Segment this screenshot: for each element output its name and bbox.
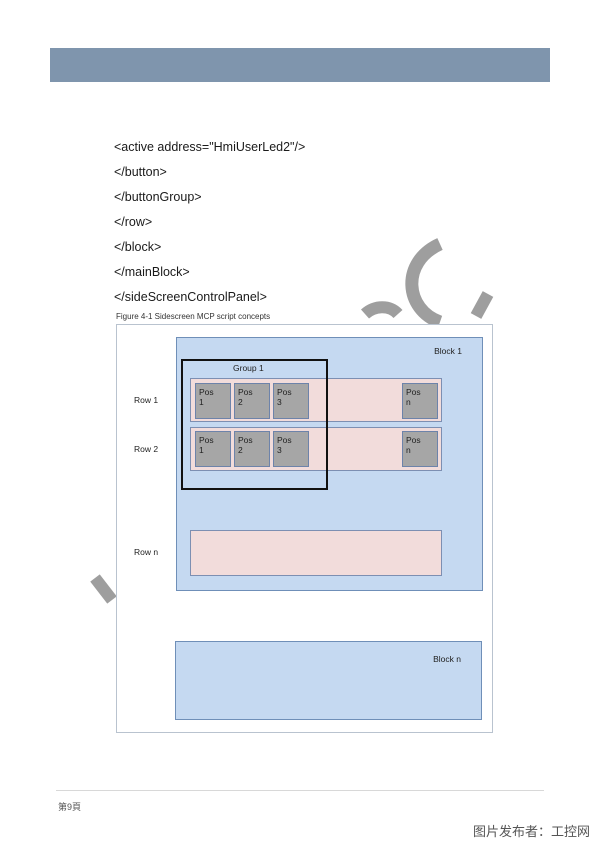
code-line: </sideScreenControlPanel> — [114, 290, 267, 304]
code-line: </mainBlock> — [114, 265, 190, 279]
pos-number: 2 — [238, 397, 243, 407]
watermark-arc — [470, 291, 494, 319]
page-number: 第9頁 — [58, 802, 82, 812]
source-credit: 图片发布者：工控网 — [472, 825, 590, 840]
block-1-label: Block 1 — [434, 346, 462, 356]
row-n-bar — [190, 530, 442, 576]
group-1-box — [181, 359, 328, 490]
footer-divider — [56, 790, 544, 791]
row-2-bar — [190, 427, 442, 471]
pos-label: Pos — [199, 387, 214, 397]
row-1-label: Row 1 — [134, 395, 159, 405]
block-n: Block n — [175, 641, 482, 720]
row-2-label: Row 2 — [134, 444, 159, 454]
watermark-arc — [360, 301, 403, 319]
group-1-label: Group 1 — [233, 363, 264, 373]
figure-caption: Figure 4-1 Sidescreen MCP script concept… — [116, 312, 271, 321]
row-n-label: Row n — [134, 547, 159, 557]
pos-number: 1 — [199, 445, 204, 455]
code-line: </row> — [114, 215, 153, 229]
pos-label: Pos — [406, 435, 421, 445]
pos-label: Pos — [238, 387, 253, 397]
code-line: </block> — [114, 240, 162, 254]
pos-number: 2 — [238, 445, 243, 455]
pos-number: 1 — [199, 397, 204, 407]
pos-label: Pos — [238, 435, 253, 445]
code-line: </buttonGroup> — [114, 190, 202, 204]
pos-number: n — [406, 397, 411, 407]
block-n-label: Block n — [433, 654, 461, 664]
pos-label: Pos — [199, 435, 214, 445]
header-bar — [50, 48, 550, 82]
pos-label: Pos — [277, 435, 292, 445]
code-line: <active address="HmiUserLed2"/> — [114, 140, 306, 154]
pos-number: 3 — [277, 445, 282, 455]
code-line: </button> — [114, 165, 167, 179]
row-1-bar — [190, 378, 442, 422]
watermark-arc — [90, 574, 117, 604]
pos-number: n — [406, 445, 411, 455]
pos-label: Pos — [277, 387, 292, 397]
pos-number: 3 — [277, 397, 282, 407]
pos-label: Pos — [406, 387, 421, 397]
watermark-arc — [405, 238, 444, 329]
